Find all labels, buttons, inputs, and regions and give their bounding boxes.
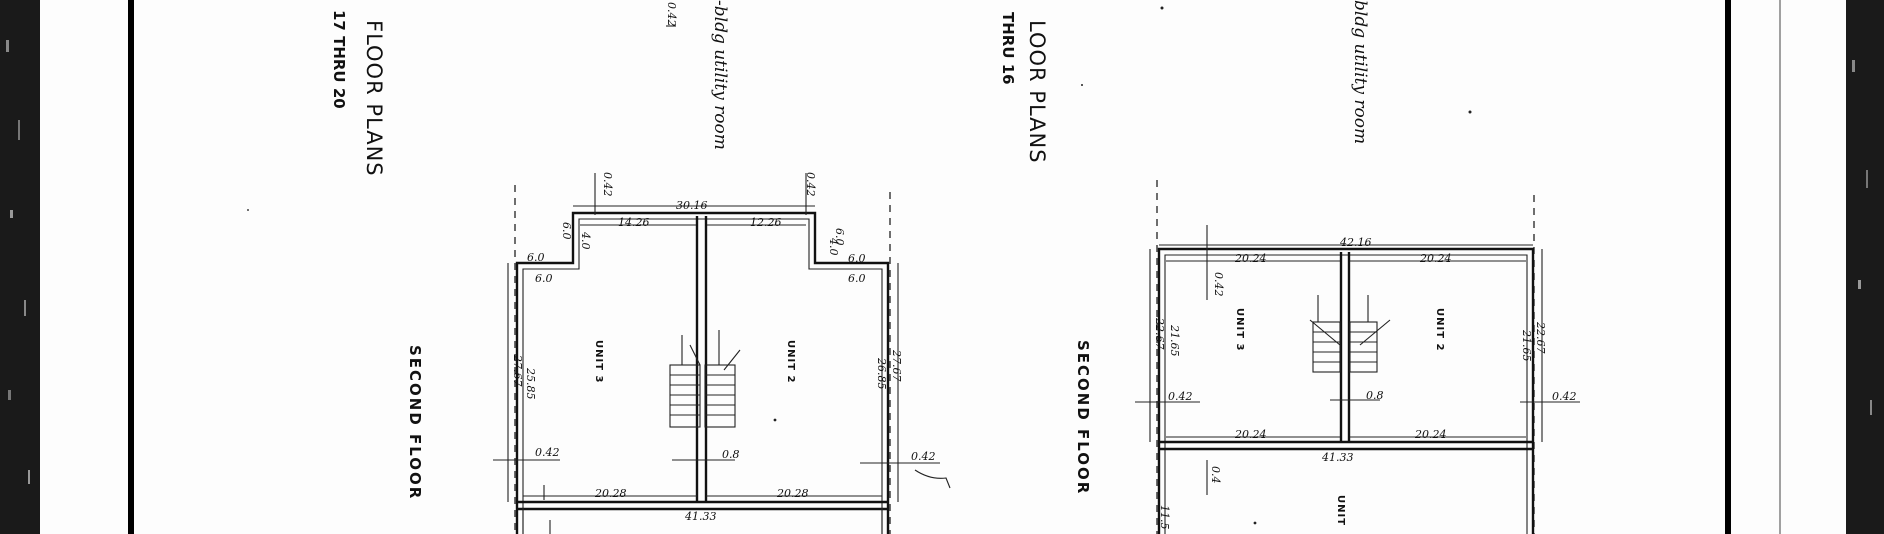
left-dim-step-1: 6.0 <box>527 251 545 264</box>
right-party-wall <box>1339 252 1351 442</box>
left-building-outline <box>515 211 890 534</box>
right-unit-lower-label: UNIT <box>1335 495 1346 526</box>
left-dim-step-3: 4.0 <box>579 231 592 250</box>
right-dim-side-left-outer: 22.67 <box>1153 317 1166 350</box>
left-dim-bottom-offset: 0.42 <box>535 446 560 459</box>
right-dim-top-left: 20.24 <box>1234 252 1267 265</box>
left-floor-label: SECOND FLOOR <box>406 345 424 500</box>
left-dim-offset-a: 0.42 <box>601 172 614 197</box>
right-dim-side-inner: 26.85 <box>875 357 888 390</box>
left-plan: FLOOR PLANS 17 THRU 20 SECOND FLOOR -bld… <box>330 0 951 534</box>
right-plan: LOOR PLANS THRU 16 SECOND FLOOR bldg uti… <box>999 0 1580 534</box>
left-unit-2-label: UNIT 2 <box>785 340 796 383</box>
right-dim-inner-offset: 0.42 <box>1212 272 1225 297</box>
right-dim-lower-total: 41.33 <box>1321 451 1354 464</box>
right-dim-bottom-right-offset: 0.42 <box>1552 390 1577 403</box>
left-note-dim: 0.42 <box>665 2 678 27</box>
right-dim-bottom-left: 20.24 <box>1234 428 1267 441</box>
left-dim-top-right: 12.26 <box>750 216 782 229</box>
right-dim-step-4: 6.0 <box>848 272 866 285</box>
right-unit-3-label: UNIT 3 <box>1234 308 1245 351</box>
right-dim-side-outer: 27.67 <box>890 349 903 382</box>
left-dim-side-outer: 27.67 <box>511 354 524 387</box>
right-dim-top-right: 20.24 <box>1419 252 1452 265</box>
left-stair <box>669 330 741 428</box>
left-utility-note: -bldg utility room <box>710 0 730 150</box>
right-dim-step-3: 4.0 <box>827 237 840 256</box>
scan-edge-left <box>0 0 40 534</box>
right-dim-step-1: 6.0 <box>848 252 866 265</box>
right-dim-side-right-outer: 22.67 <box>1534 321 1547 354</box>
left-unit-3-label: UNIT 3 <box>593 340 604 383</box>
right-dim-mid-wall: 0.8 <box>1366 389 1384 402</box>
left-dim-bottom-right: 20.28 <box>776 487 809 500</box>
right-dim-step-2: 6.0 <box>833 228 846 246</box>
right-stair <box>1309 295 1391 373</box>
right-dim-bottom-left-offset: 0.42 <box>1168 390 1193 403</box>
left-party-wall <box>695 216 708 502</box>
right-plan-title: LOOR PLANS <box>1025 20 1049 164</box>
scan-edge-right <box>1846 0 1884 534</box>
left-dim-step-2: 6.0 <box>560 222 573 240</box>
left-plan-subtitle: 17 THRU 20 <box>330 10 348 109</box>
right-floor-label: SECOND FLOOR <box>1074 340 1092 495</box>
right-dim-side-right-inner: 21.65 <box>1520 329 1533 362</box>
left-dim-top-left: 14.26 <box>618 216 650 229</box>
left-dim-top: 30.16 <box>676 199 708 212</box>
right-dim-bottom-offset: 0.42 <box>911 450 936 463</box>
right-dim-top: 42.16 <box>1339 236 1372 249</box>
left-dim-side-inner: 25.85 <box>524 367 537 400</box>
right-unit-2-label: UNIT 2 <box>1434 308 1445 351</box>
right-dim-lower-offset: 0.4 <box>1209 466 1222 484</box>
right-dim-lower-side: 11.5 <box>1158 505 1171 530</box>
left-dim-bottom-left: 20.28 <box>594 487 627 500</box>
right-dim-bottom-right: 20.24 <box>1414 428 1447 441</box>
right-dim-offset-a: 0.42 <box>804 172 817 197</box>
left-dim-mid-wall: 0.8 <box>722 448 740 461</box>
left-dim-step-4: 6.0 <box>535 272 553 285</box>
left-dim-lower-total: 41.33 <box>684 510 717 523</box>
left-plan-title: FLOOR PLANS <box>362 20 386 177</box>
right-plan-subtitle: THRU 16 <box>999 12 1017 85</box>
right-building-outline <box>1157 247 1535 534</box>
right-utility-note: bldg utility room <box>1350 0 1370 144</box>
right-dim-side-left-inner: 21.65 <box>1168 324 1181 357</box>
